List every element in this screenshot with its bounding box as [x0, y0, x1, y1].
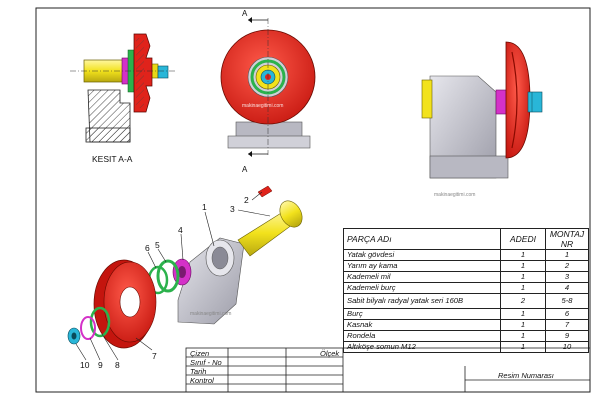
balloon-6: 6	[145, 243, 150, 253]
part-no: 2	[545, 260, 589, 272]
part-name: Yarım ay kama	[343, 260, 501, 272]
watermark-exploded: makinaegitimi.com	[190, 311, 231, 317]
part-name: Sabit bilyalı radyal yatak seri 160B	[343, 293, 501, 309]
balloon-5: 5	[155, 240, 160, 250]
balloon-9: 9	[98, 360, 103, 370]
cut-marker-top: A	[242, 9, 248, 18]
watermark-front: makinaegitimi.com	[242, 103, 283, 109]
balloon-8: 8	[115, 360, 120, 370]
part-no: 1	[545, 249, 589, 261]
balloon-1: 1	[202, 202, 207, 212]
balloon-3: 3	[230, 204, 235, 214]
part-name: Kademeli burç	[343, 282, 501, 294]
exploded-washer	[80, 316, 96, 340]
part-qty: 1	[500, 282, 546, 294]
side-nut	[527, 91, 543, 113]
part-qty: 1	[500, 249, 546, 261]
section-base-hatch	[85, 127, 131, 143]
col-quantity: ADEDI	[500, 228, 546, 250]
part-name: Burç	[343, 308, 501, 320]
section-label: KESIT A-A	[92, 154, 133, 164]
part-name: Yatak gövdesi	[343, 249, 501, 261]
section-nut	[157, 65, 169, 79]
part-no: 6	[545, 308, 589, 320]
title-label-drawn-by: Çizen	[190, 349, 210, 358]
balloon-4: 4	[178, 225, 183, 235]
part-no: 5-8	[545, 293, 589, 309]
part-qty: 1	[500, 271, 546, 283]
title-label-scale: Ölçek	[320, 349, 340, 358]
part-name: Altıköşe somun M12	[343, 341, 501, 353]
watermark-side: makinaegitimi.com	[434, 192, 475, 198]
part-name: Rondela	[343, 330, 501, 342]
title-label-date: Tarih	[190, 367, 207, 376]
title-label-class-no: Sınıf - No	[190, 358, 222, 367]
part-name: Kasnak	[343, 319, 501, 331]
part-qty: 1	[500, 319, 546, 331]
exploded-bearing-5	[156, 259, 180, 293]
part-no: 3	[545, 271, 589, 283]
part-no: 9	[545, 330, 589, 342]
part-qty: 1	[500, 308, 546, 320]
title-label-drawing-number: Resim Numarası	[498, 371, 554, 380]
part-qty: 2	[500, 293, 546, 309]
title-label-checked: Kontrol	[190, 376, 214, 385]
leader-lines	[75, 191, 271, 361]
part-qty: 1	[500, 260, 546, 272]
balloon-7: 7	[152, 351, 157, 361]
part-no: 10	[545, 341, 589, 353]
balloon-10: 10	[80, 360, 90, 370]
col-assembly-no: MONTAJ NR	[545, 228, 589, 250]
side-view	[421, 41, 543, 179]
exploded-bearing-8	[89, 306, 111, 338]
exploded-view	[67, 185, 303, 349]
part-no: 7	[545, 319, 589, 331]
balloon-2: 2	[244, 195, 249, 205]
part-no: 4	[545, 282, 589, 294]
section-view-aa	[70, 33, 176, 143]
cut-marker-bottom: A	[242, 165, 248, 174]
part-qty: 1	[500, 330, 546, 342]
col-part-name: PARÇA ADı	[343, 228, 501, 250]
front-view	[220, 17, 316, 157]
part-name: Kademeli mil	[343, 271, 501, 283]
part-qty: 1	[500, 341, 546, 353]
exploded-key	[257, 185, 273, 198]
